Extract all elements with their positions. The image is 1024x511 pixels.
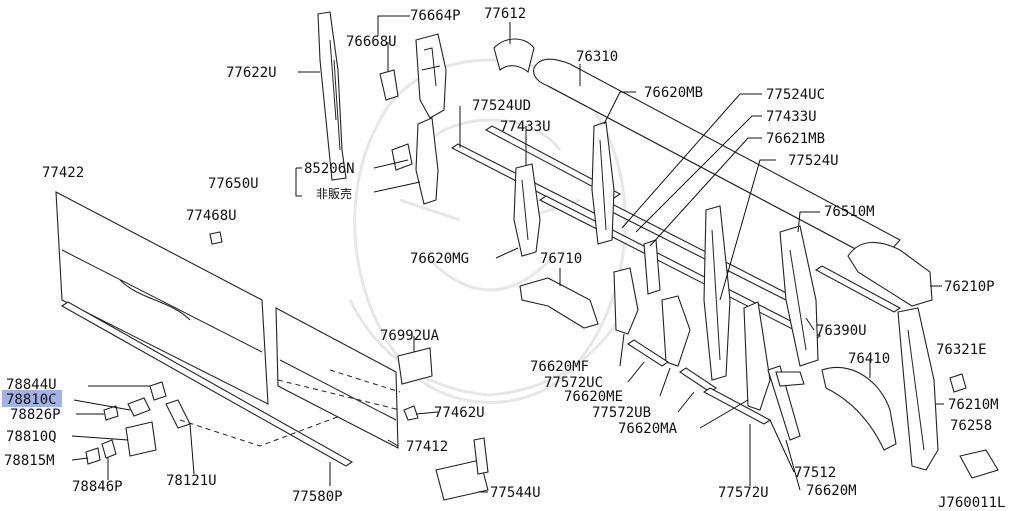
label-78815m[interactable]: 78815M [4,453,55,469]
label-77572ub[interactable]: 77572UB [592,405,651,421]
part-76258-shape [959,449,999,479]
part-77572uc-shape [626,339,670,367]
label-77422[interactable]: 77422 [42,165,84,181]
label-77433u-b[interactable]: 77433U [766,109,817,125]
label-77580p[interactable]: 77580P [292,489,343,505]
label-77512[interactable]: 77512 [794,465,836,481]
part-labels: 77612 76664P 76668U 77622U 76310 76620MB… [4,6,1005,511]
part-76620mb-shape [591,121,615,245]
label-77524u[interactable]: 77524U [788,153,839,169]
assembly-dashed-lines [179,369,401,447]
label-77622u[interactable]: 77622U [226,65,277,81]
part-77650u-shape [391,117,439,205]
label-77650u[interactable]: 77650U [208,176,259,192]
part-76621mb-shape [643,239,661,295]
part-78815m-shape [85,447,101,465]
label-76321e[interactable]: 76321E [936,342,987,358]
label-77524uc[interactable]: 77524UC [766,87,825,103]
label-76620me[interactable]: 76620ME [564,389,623,405]
label-76992ua[interactable]: 76992UA [380,328,440,344]
label-76410[interactable]: 76410 [848,351,890,367]
label-76620mb[interactable]: 76620MB [644,85,703,101]
label-76210p[interactable]: 76210P [944,279,995,295]
label-76668u[interactable]: 76668U [346,34,397,50]
part-76510m-shape [779,225,819,367]
label-78810c[interactable]: 78810C [6,392,57,408]
label-77572uc[interactable]: 77572UC [544,375,603,391]
part-76410-shape [821,366,897,451]
label-76620mf[interactable]: 76620MF [530,359,589,375]
part-77512-shape [767,365,801,441]
part-78810c-shape [127,397,151,417]
label-77544u[interactable]: 77544U [490,485,541,501]
label-not-for-sale: 非販売 [316,186,352,201]
part-77422-shape [55,191,269,405]
part-77412-shape [275,307,399,449]
label-77524ud[interactable]: 77524UD [472,98,531,114]
part-76664p-shape [415,33,447,119]
part-77524u-shape [703,205,731,381]
part-76710-shape [519,277,599,329]
part-76620ma-shape [743,301,771,411]
part-77572ub-shape [679,367,717,393]
part-78810q-shape [125,421,157,457]
label-78844u[interactable]: 78844U [6,377,57,393]
part-77580p-shape [60,301,354,467]
label-76621mb[interactable]: 76621MB [766,131,825,147]
label-77572u[interactable]: 77572U [718,485,769,501]
part-77468u-shape [209,231,223,245]
part-77612-shape [493,38,535,73]
label-76620ma[interactable]: 76620MA [618,421,678,437]
part-76620me-shape [661,295,691,367]
part-77544u-shape [435,437,489,501]
highlight-78810c [2,390,62,407]
part-78846p-shape [101,439,117,459]
label-76664p[interactable]: 76664P [410,8,461,24]
label-76210m[interactable]: 76210M [948,397,999,413]
label-77468u[interactable]: 77468U [186,208,237,224]
part-78826p-shape [103,405,119,421]
label-76620mg[interactable]: 76620MG [410,251,469,267]
label-78846p[interactable]: 78846P [72,479,123,495]
part-76210p-shape [847,241,933,307]
part-76390u-shape [814,265,902,313]
label-76510m[interactable]: 76510M [824,204,875,220]
part-78121u-shape [165,399,191,429]
part-77462u-shape [403,405,419,421]
part-76620m-shape [775,371,805,387]
label-78121u[interactable]: 78121U [166,473,217,489]
part-76210m-shape [897,307,939,471]
label-85206n[interactable]: 85206N [304,161,355,177]
leader-lines [71,15,944,493]
label-76710[interactable]: 76710 [540,251,582,267]
part-76321e-shape [949,373,967,393]
label-77433u-a[interactable]: 77433U [500,119,551,135]
label-76390u[interactable]: 76390U [816,323,867,339]
part-77622u-shape [317,11,347,181]
diagram-code: J760011L [938,495,1005,511]
label-78826p[interactable]: 78826P [10,407,61,423]
label-76620m[interactable]: 76620M [806,483,857,499]
label-76258[interactable]: 76258 [950,418,992,434]
part-76992ua-shape [397,347,433,385]
part-76620mg-shape [513,163,541,257]
label-77412[interactable]: 77412 [406,439,448,455]
part-76620mf-shape [613,267,639,335]
part-78844u-shape [149,381,167,401]
label-78810q[interactable]: 78810Q [6,429,57,445]
label-76310[interactable]: 76310 [576,49,618,65]
part-76668u-shape [379,69,399,101]
label-77612[interactable]: 77612 [484,6,526,22]
label-77462u[interactable]: 77462U [434,405,485,421]
